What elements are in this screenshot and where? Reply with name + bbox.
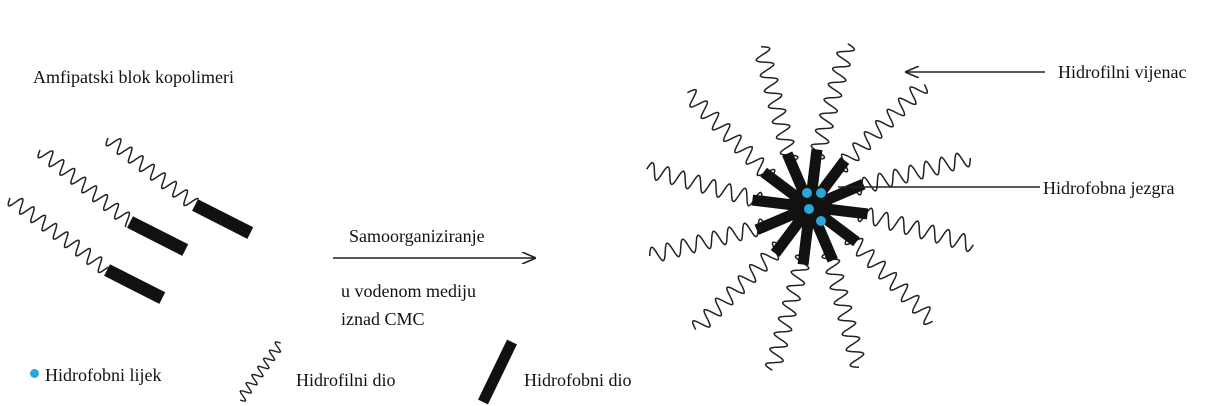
corona-chain: [693, 242, 782, 329]
corona-chain: [650, 219, 766, 261]
process-label-cmc: iznad CMC: [341, 309, 425, 329]
legend-hydrophilic-label: Hidrofilni dio: [296, 370, 396, 390]
corona-chain: [766, 255, 809, 371]
drug-molecule: [802, 188, 812, 198]
copolymer-group: [8, 138, 250, 298]
drug-molecule: [804, 204, 814, 214]
corona-chain: [811, 44, 854, 160]
hydrophilic-chain: [106, 138, 198, 206]
micelle: [647, 44, 974, 371]
legend-block-icon: [483, 342, 512, 402]
corona-chain: [845, 236, 932, 325]
hydrophobic-block: [195, 205, 250, 233]
process-label-top: Samoorganiziranje: [349, 226, 485, 246]
corona-chain: [858, 208, 974, 251]
drug-molecule: [816, 188, 826, 198]
hydrophilic-chain: [8, 198, 108, 273]
corona-chain: [822, 251, 864, 367]
corona-chain: [687, 90, 774, 179]
legend-drug-label: Hidrofobni lijek: [45, 365, 161, 385]
drug-molecule: [816, 216, 826, 226]
copolymer-title: Amfipatski blok kopolimeri: [33, 67, 234, 87]
corona-chain: [756, 47, 798, 163]
corona-chain: [647, 163, 763, 206]
hydrophobic-block: [107, 270, 162, 298]
drug-legend-dot: [30, 369, 39, 378]
core-label: Hidrofobna jezgra: [1043, 178, 1174, 198]
corona-label: Hidrofilni vijenac: [1058, 62, 1186, 82]
corona-chain: [839, 84, 928, 171]
corona-chain: [854, 153, 970, 195]
hydrophilic-chain: [38, 150, 129, 227]
hydrophobic-block: [130, 222, 185, 250]
legend-chain-icon: [240, 342, 281, 401]
process-label-medium: u vodenom mediju: [341, 281, 476, 301]
legend-hydrophobic-label: Hidrofobni dio: [524, 370, 632, 390]
